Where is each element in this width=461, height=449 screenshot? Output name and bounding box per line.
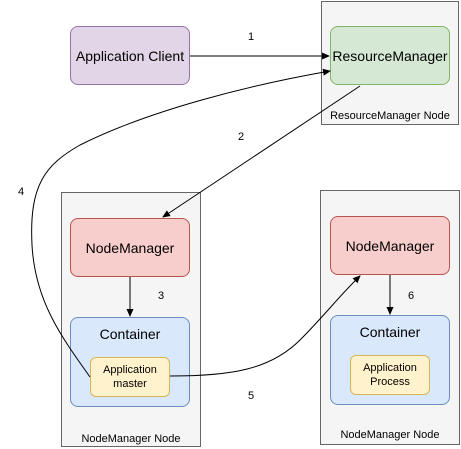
- node-manager-label-right: NodeManager: [345, 237, 435, 254]
- node-manager-node-label-left: NodeManager Node: [81, 433, 181, 445]
- node-manager-node-label-right: NodeManager Node: [340, 429, 440, 441]
- application-client-box: Application Client: [70, 26, 190, 85]
- step-2-label: 2: [238, 131, 245, 143]
- application-process-box: Application Process: [350, 355, 430, 395]
- application-process-label: Application Process: [363, 362, 417, 388]
- container-label-right: Container: [359, 324, 421, 340]
- step-5-label: 5: [248, 390, 255, 402]
- step-4-label: 4: [18, 186, 25, 198]
- node-manager-label-left: NodeManager: [85, 239, 175, 256]
- arrow-app-master-to-resource-manager: [31, 68, 331, 378]
- arrow-resource-manager-to-node-manager: [162, 85, 361, 218]
- arrow-app-master-to-node-manager: [169, 275, 361, 377]
- application-master-label: Application master: [103, 364, 157, 390]
- resource-manager-label: ResourceManager: [332, 47, 448, 64]
- step-1-label: 1: [248, 31, 255, 43]
- resource-manager-box: ResourceManager: [330, 26, 450, 85]
- step-6-label: 6: [408, 290, 415, 302]
- node-manager-box-left: NodeManager: [70, 218, 190, 277]
- step-3-label: 3: [158, 290, 165, 302]
- container-label-left: Container: [99, 326, 161, 342]
- application-client-label: Application Client: [75, 47, 185, 64]
- node-manager-box-right: NodeManager: [330, 216, 450, 275]
- application-master-box: Application master: [90, 357, 170, 397]
- resource-manager-node-label: ResourceManager Node: [330, 110, 450, 122]
